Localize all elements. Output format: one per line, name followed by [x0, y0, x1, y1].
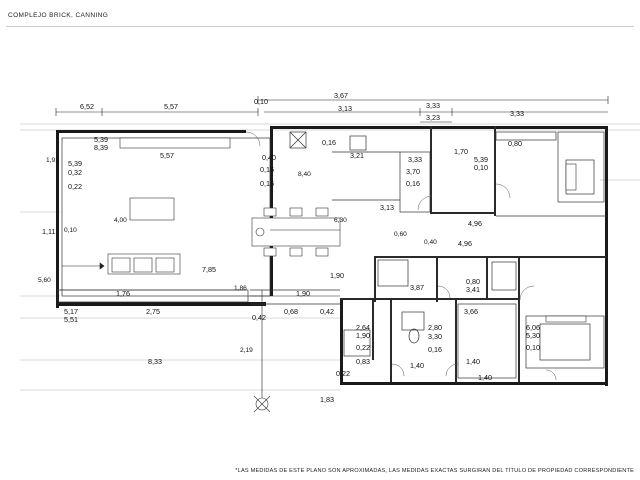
dim-label: 0,83: [356, 357, 370, 366]
dim-label: 2,75: [146, 307, 160, 316]
dim-label: 5,39: [474, 155, 488, 164]
dim-label: 6,06: [526, 323, 540, 332]
dim-label: 0,10: [526, 343, 540, 352]
furniture: [107, 137, 587, 323]
top-dimension-lines: [55, 96, 609, 123]
dim-label: 5,51: [64, 315, 78, 324]
dim-label: 4,96: [458, 239, 472, 248]
dim-label: 6,30: [334, 217, 347, 224]
dim-label: 0,42: [252, 313, 266, 322]
dim-label: 5,17: [64, 307, 78, 316]
dim-label: 4,96: [468, 219, 482, 228]
dim-label: 0,42: [320, 307, 334, 316]
dim-label: 0,22: [356, 343, 370, 352]
dim-label: 3,41: [466, 285, 480, 294]
dim-label: 0,10: [254, 97, 268, 106]
dim-label: 7,85: [202, 265, 216, 274]
dim-label: 2,19: [240, 347, 253, 354]
dim-label: 3,21: [350, 151, 364, 160]
dim-label: 0,10: [64, 227, 77, 234]
dim-label: 5,39: [94, 135, 108, 144]
dim-label: 0,80: [466, 277, 480, 286]
dim-label: 3,33: [408, 155, 422, 164]
dim-label: 3,13: [338, 104, 352, 113]
dim-label: 1,90: [356, 331, 370, 340]
header-divider: [6, 26, 634, 27]
dim-label: 2,64: [356, 323, 370, 332]
dim-label: 8,40: [298, 171, 311, 178]
dim-label: 1,11: [42, 227, 55, 236]
dim-label: 0,22: [68, 182, 82, 191]
dimension-labels: 6,52 5,57 0,10 3,67 3,13 3,33 3,23 3,33 …: [38, 91, 540, 404]
dim-label: 0,40: [424, 239, 437, 246]
dim-label: 3,33: [510, 109, 524, 118]
dim-label: 1,90: [296, 289, 310, 298]
dim-label: 3,66: [464, 307, 478, 316]
dim-label: 1,40: [478, 373, 492, 382]
dim-label: 5,60: [38, 277, 51, 284]
dim-label: 0,16: [406, 179, 420, 188]
dim-label: 3,33: [426, 101, 440, 110]
plan-title: COMPLEJO BRICK, CANNING: [8, 12, 109, 19]
dim-label: 1,76: [116, 289, 130, 298]
dim-label: 5,57: [164, 102, 178, 111]
dim-label: 6,52: [80, 102, 94, 111]
dim-label: 8,33: [148, 357, 162, 366]
dim-label: 1,83: [320, 395, 334, 404]
dim-label: 5,57: [160, 151, 174, 160]
dim-label: 0,32: [68, 168, 82, 177]
partition-lines: [57, 131, 606, 379]
dim-label: 5,30: [526, 331, 540, 340]
dim-label: 3,23: [426, 113, 440, 122]
dim-label: 0,80: [508, 139, 522, 148]
dim-label: 1,70: [454, 147, 468, 156]
disclaimer-note: *LAS MEDIDAS DE ESTE PLANO SON APROXIMAD…: [235, 468, 634, 474]
dim-label: 1,40: [410, 361, 424, 370]
dim-label: 0,16: [260, 165, 274, 174]
dim-label: 4,00: [114, 217, 127, 224]
dim-label: 1,40: [466, 357, 480, 366]
measurement-arrows: [60, 229, 340, 398]
dim-label: 0,10: [474, 163, 488, 172]
dim-label: 0,16: [260, 179, 274, 188]
interior-walls: [340, 126, 606, 382]
dim-label: 8,39: [94, 143, 108, 152]
door-swings: [245, 131, 557, 381]
dim-label: 3,30: [428, 332, 442, 341]
dim-label: 3,67: [334, 91, 348, 100]
dim-label: 1,86: [234, 285, 247, 292]
dim-label: 1,90: [330, 271, 344, 280]
dim-label: 3,70: [406, 167, 420, 176]
dim-label: 0,22: [336, 369, 350, 378]
dim-label: 2,80: [428, 323, 442, 332]
north-arrow-icon: [253, 395, 271, 413]
dim-label: 0,16: [428, 345, 442, 354]
dim-label: 0,16: [322, 138, 336, 147]
dim-label: 0,68: [284, 307, 298, 316]
dim-label: 5,39: [68, 159, 82, 168]
dim-label: 3,87: [410, 283, 424, 292]
dim-label: 0,40: [262, 153, 276, 162]
dim-label: 3,13: [380, 203, 394, 212]
dim-label: 0,60: [394, 231, 407, 238]
dim-label: 1,91: [46, 157, 59, 164]
